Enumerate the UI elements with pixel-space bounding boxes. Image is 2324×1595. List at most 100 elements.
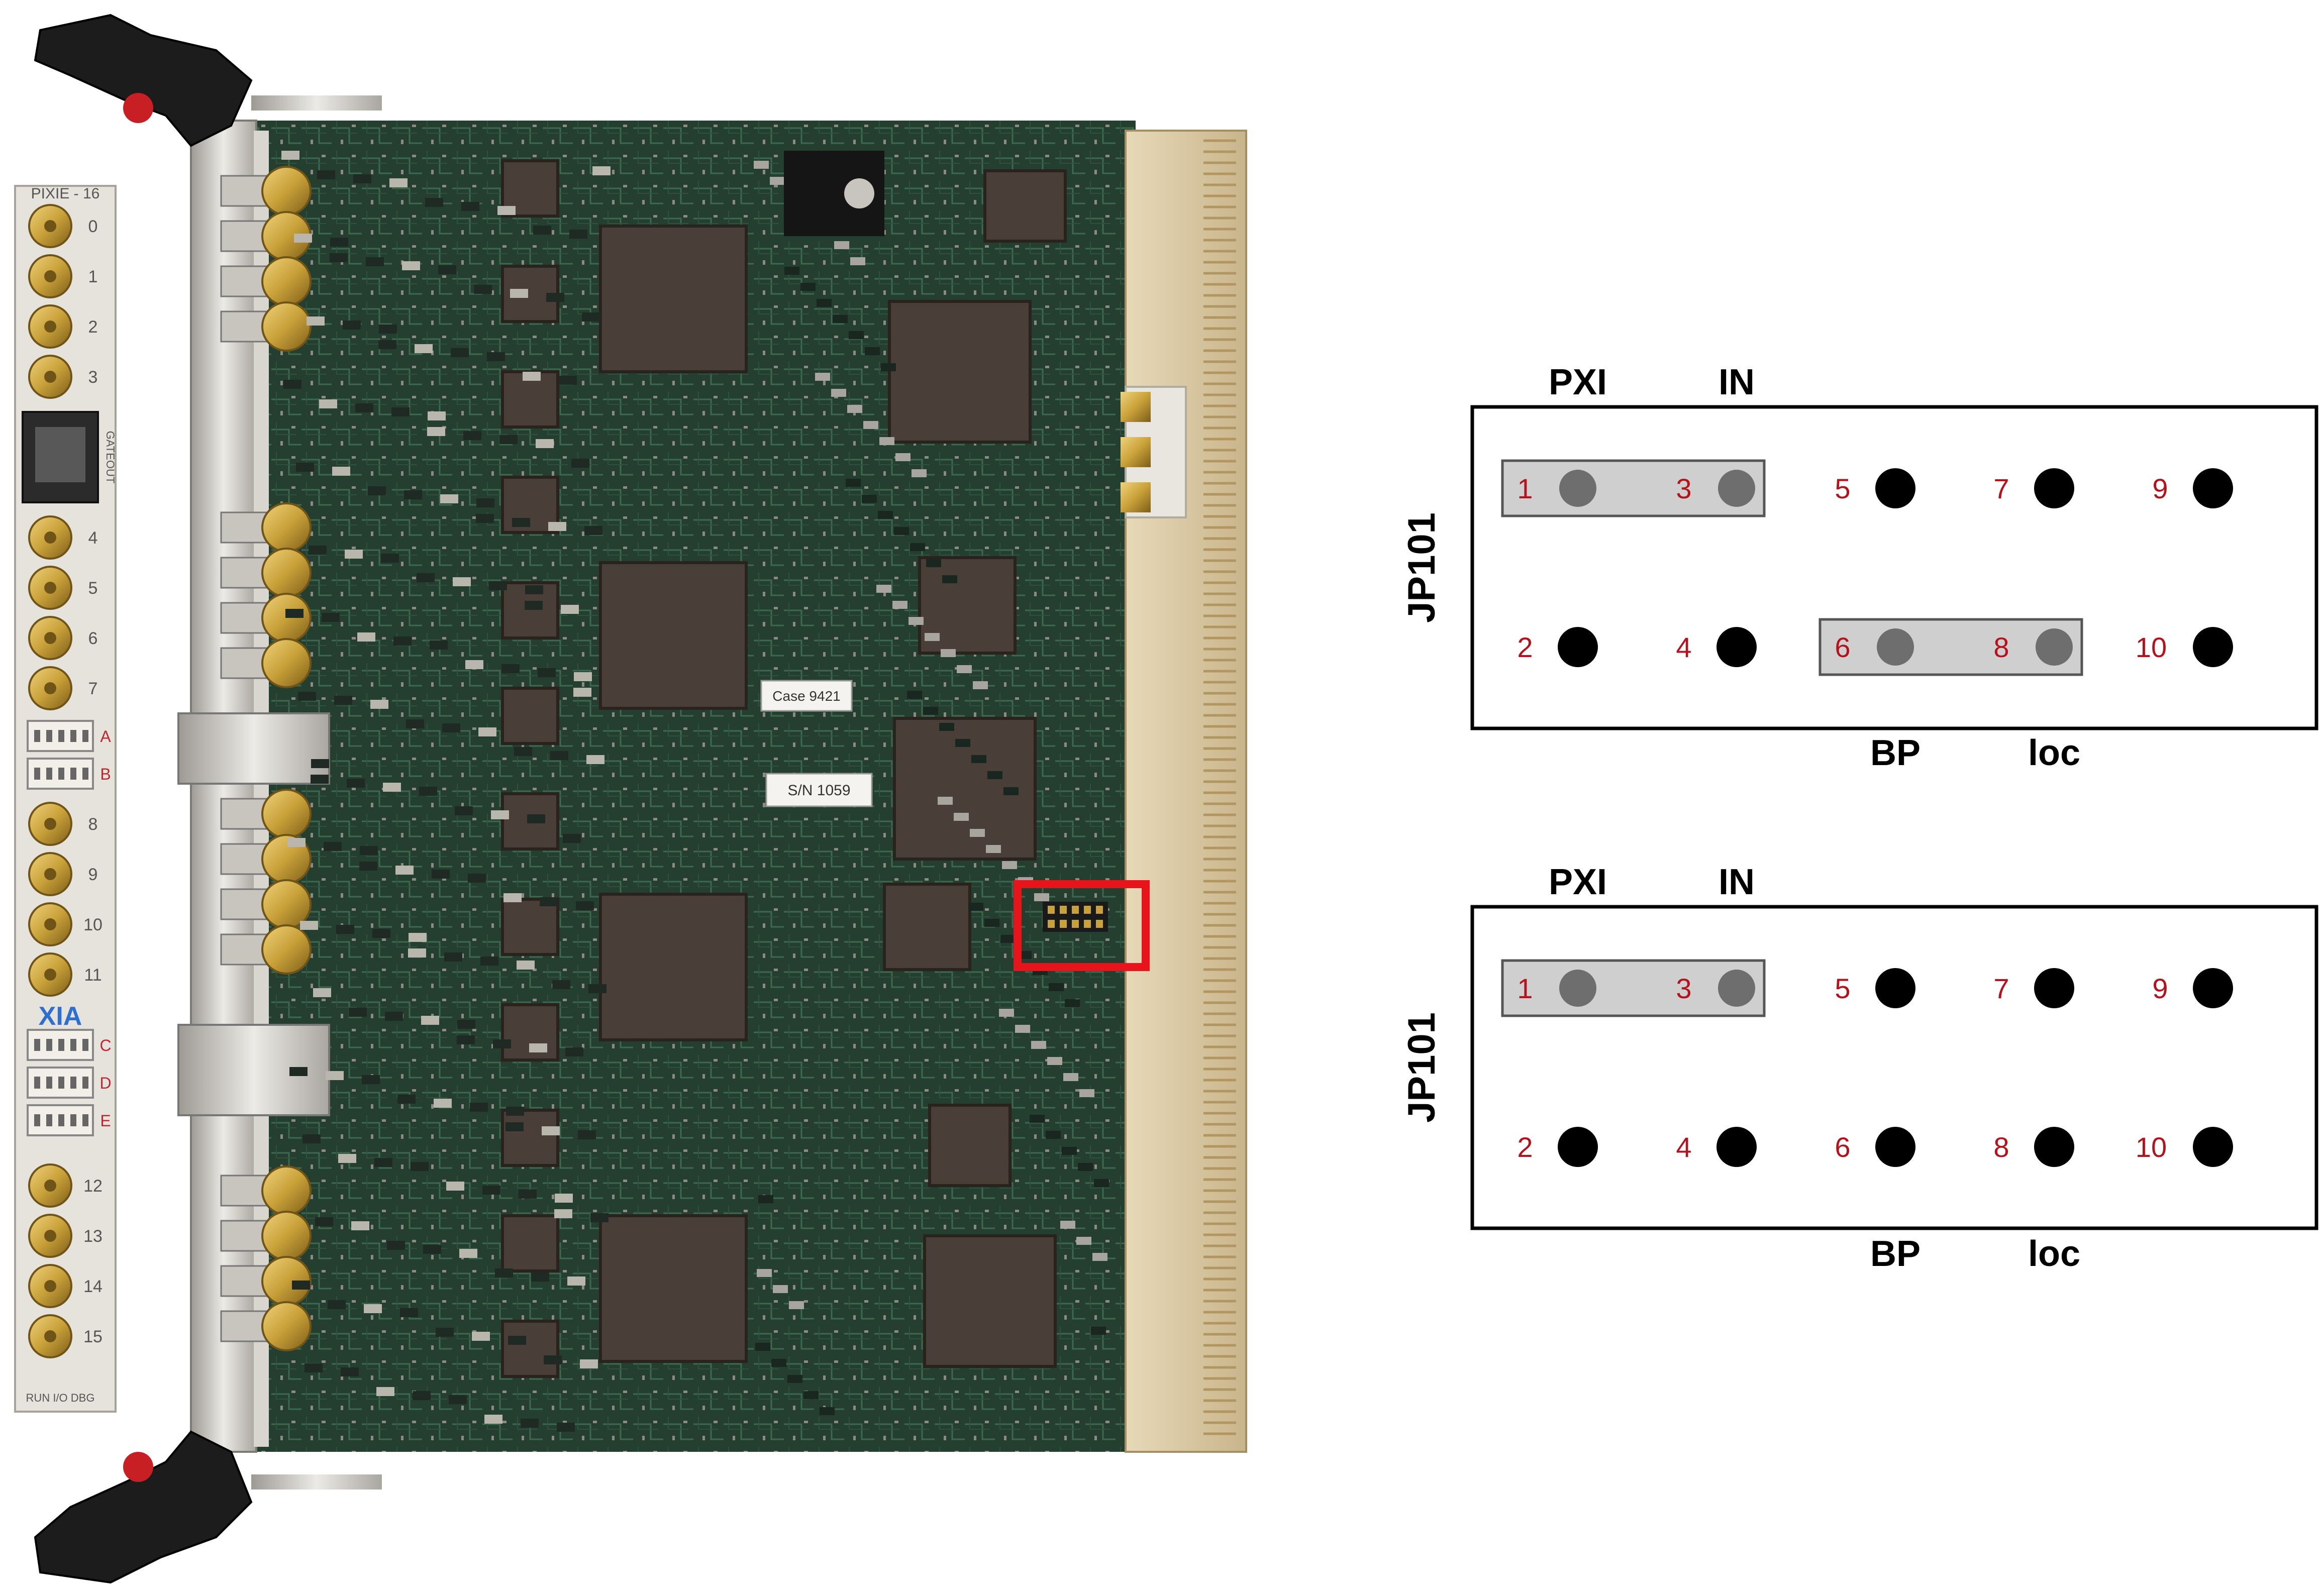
gateout-port-label: GATEOUT: [104, 431, 117, 484]
panel-ribbon-pin: [34, 730, 40, 742]
ejector-handle-bottom: [34, 1430, 253, 1584]
passive-component: [474, 285, 492, 294]
panel-ribbon-pin: [34, 1077, 40, 1089]
regulator-screw: [844, 178, 874, 208]
passive-component: [525, 601, 543, 610]
panel-connector-label: D: [99, 1074, 111, 1092]
pin-number: 6: [1835, 1131, 1850, 1163]
board-header-pin: [1048, 906, 1055, 914]
passive-component: [461, 202, 479, 211]
passive-component: [368, 486, 386, 495]
header-pin: [1559, 970, 1596, 1007]
passive-component: [925, 633, 940, 641]
pin-number: 7: [1993, 473, 2009, 504]
pin-number: 2: [1517, 1131, 1533, 1163]
panel-ribbon-pin: [34, 1039, 40, 1051]
passive-component: [459, 1249, 477, 1258]
sma-connector: [261, 548, 312, 598]
passive-component: [302, 1134, 321, 1143]
passive-component: [820, 1407, 835, 1415]
passive-component: [465, 660, 483, 669]
panel-ribbon-pin: [58, 1077, 64, 1089]
passive-component: [311, 759, 329, 768]
header-pin: [2193, 468, 2233, 508]
sma-connector: [261, 502, 312, 553]
panel-ribbon-pin: [82, 768, 88, 780]
passive-component: [376, 1387, 394, 1396]
footer-label-loc: loc: [2028, 733, 2080, 773]
passive-component: [440, 494, 458, 503]
connector-gold-tab: [1121, 392, 1151, 422]
passive-component: [576, 901, 594, 910]
passive-component: [540, 897, 558, 906]
passive-component: [434, 1099, 452, 1108]
passive-component: [817, 299, 832, 307]
header-pin: [1875, 968, 1915, 1008]
passive-component: [550, 751, 568, 760]
passive-component: [908, 617, 924, 625]
panel-channel-label: 13: [83, 1227, 103, 1246]
passive-component: [910, 543, 925, 551]
passive-component: [330, 253, 348, 262]
passive-component: [404, 490, 422, 499]
pin-number: 8: [1993, 631, 2009, 663]
processor-chip: [923, 1234, 1057, 1368]
passive-component: [1092, 1253, 1107, 1261]
passive-component: [846, 479, 861, 487]
passive-component: [478, 727, 496, 736]
passive-component: [571, 459, 589, 468]
header-pin: [2036, 628, 2073, 666]
passive-component: [343, 321, 361, 330]
passive-component: [503, 893, 522, 902]
passive-component: [555, 1194, 573, 1203]
passive-component: [784, 267, 799, 275]
passive-component: [800, 283, 816, 291]
panel-channel-label: 4: [88, 528, 98, 548]
panel-sma-center: [44, 321, 56, 333]
passive-component: [894, 527, 909, 535]
header-pin: [1875, 1127, 1915, 1167]
adc-chip: [501, 898, 559, 956]
pin-number: 5: [1835, 973, 1850, 1004]
passive-component: [567, 1277, 585, 1286]
passive-component: [957, 665, 972, 673]
passive-component: [519, 1190, 537, 1199]
passive-component: [311, 775, 329, 784]
passive-component: [463, 431, 481, 440]
passive-component: [833, 315, 848, 323]
board-header-pin: [1084, 920, 1091, 928]
panel-sma-center: [44, 531, 56, 544]
passive-component: [850, 257, 865, 265]
passive-component: [372, 929, 390, 938]
front-panel-brand: XIA: [39, 1002, 82, 1031]
passive-component: [548, 522, 566, 531]
panel-sma-center: [44, 1230, 56, 1242]
panel-channel-label: 11: [84, 966, 102, 985]
passive-component: [324, 842, 342, 851]
adc-chip: [501, 687, 559, 745]
passive-component: [378, 340, 396, 349]
header-pin: [2034, 968, 2074, 1008]
passive-component: [525, 585, 543, 594]
panel-sma-center: [44, 1180, 56, 1192]
passive-component: [955, 739, 970, 747]
passive-component: [849, 331, 864, 339]
passive-component: [476, 498, 494, 507]
passive-component: [484, 1415, 502, 1424]
passive-component: [863, 421, 878, 429]
panel-sma-center: [44, 969, 56, 981]
passive-component: [544, 1355, 562, 1364]
panel-connector-label: C: [99, 1036, 111, 1054]
passive-component: [938, 797, 953, 805]
passive-component: [451, 348, 469, 357]
passive-component: [309, 546, 327, 555]
passive-component: [563, 834, 581, 843]
passive-component: [332, 467, 350, 476]
passive-component: [345, 550, 363, 559]
front-panel-led-labels: RUN I/O DBG: [26, 1392, 95, 1404]
fpga-chip: [599, 893, 748, 1041]
panel-ribbon-pin: [82, 730, 88, 742]
passive-component: [336, 925, 354, 934]
passive-component: [542, 1126, 560, 1135]
ic-chip: [918, 556, 1017, 655]
